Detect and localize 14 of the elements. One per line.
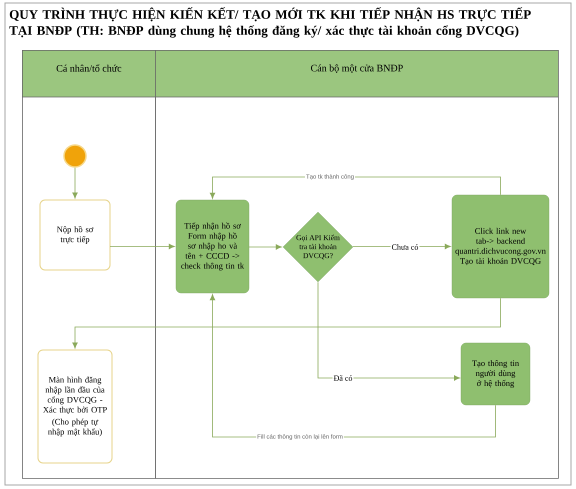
arrow xyxy=(318,282,460,381)
arrow xyxy=(72,167,78,198)
arrow xyxy=(110,244,175,250)
edge-label: Chưa có xyxy=(390,243,420,251)
process-box: Click link new tab-> backend quantri.dichvucong.gov.vn Tạo tài khoản DVCQG xyxy=(452,194,550,298)
arrow xyxy=(248,244,282,250)
process-box: Tạo thông tin người dùng ở hệ thống xyxy=(460,342,530,406)
process-box: Màn hình đăng nhập lần đầu của cổng DVCQG - Xác thực bởi OTP (Cho phép tự nhập mật khẩu) xyxy=(38,350,112,464)
process-box: Tiếp nhận hồ sơ Form nhập hồ sơ nhập ho và tên + CCCD -> check thông tin tk xyxy=(176,200,250,294)
edge-label: Đã có xyxy=(332,374,354,382)
arrow xyxy=(72,298,501,348)
process-box: Nộp hồ sơ trực tiếp xyxy=(40,200,110,270)
start-circle xyxy=(63,144,87,168)
title: QUY TRÌNH THỰC HIỆN KIẾN KẾT/ TẠO MỚI TK KHI TIẾP NHẬN HS TRỰC TIẾP TẠI BNĐP (TH: BNĐP dùng chung hệ thống đăng ký/ xác thực tài khoản cổng DVCQG) xyxy=(9,7,531,38)
